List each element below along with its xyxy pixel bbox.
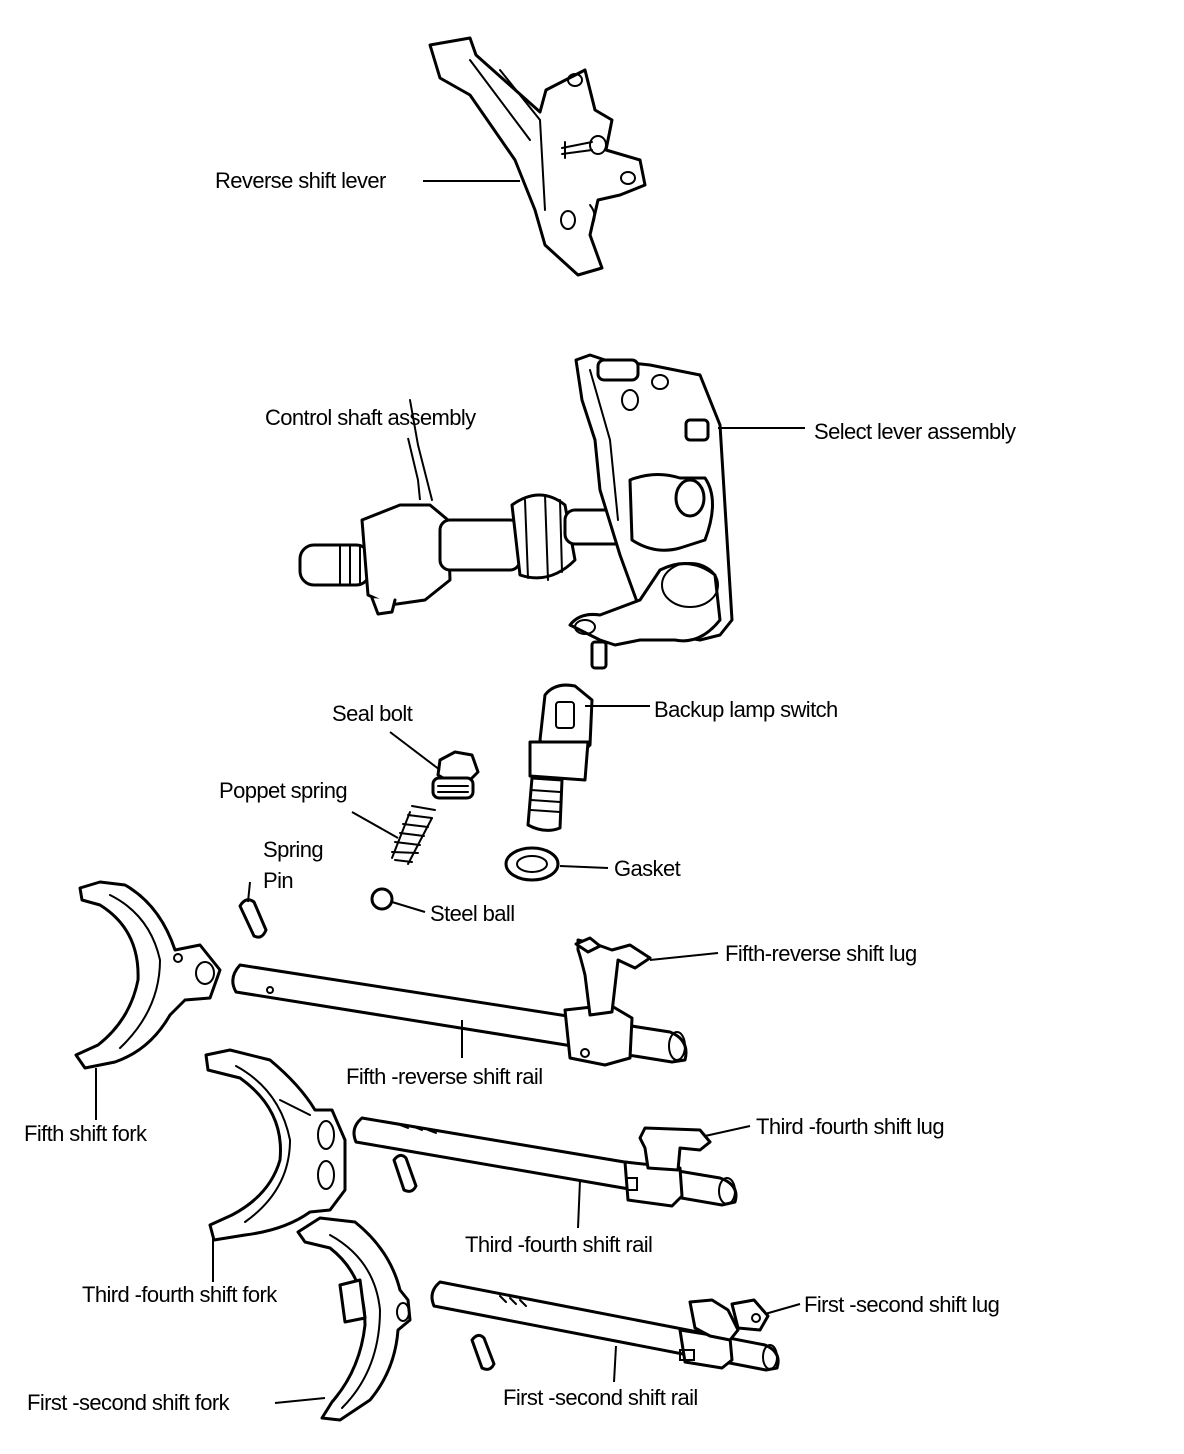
steel-ball [370, 887, 394, 911]
label-first-second-shift-rail: First -second shift rail [503, 1385, 698, 1410]
first-second-spring-pin [470, 1333, 496, 1371]
label-fifth-shift-fork: Fifth shift fork [24, 1121, 148, 1146]
select-lever-assembly [568, 353, 734, 670]
label-control-shaft-assembly: Control shaft assembly [265, 405, 476, 430]
gasket [504, 846, 560, 882]
label-select-lever-assembly: Select lever assembly [814, 419, 1016, 444]
third-fourth-spring-pin [392, 1153, 418, 1193]
third-fourth-shift-rail [352, 1116, 738, 1208]
label-gasket: Gasket [614, 856, 681, 881]
label-first-second-shift-fork: First -second shift fork [27, 1390, 231, 1415]
first-second-shift-lug [688, 1298, 770, 1342]
label-spring-pin-line1: Spring [263, 837, 323, 862]
label-third-fourth-shift-lug: Third -fourth shift lug [756, 1114, 944, 1139]
label-third-fourth-shift-rail: Third -fourth shift rail [465, 1232, 652, 1257]
first-second-shift-fork [296, 1216, 412, 1422]
label-spring-pin-line2: Pin [263, 868, 293, 893]
fifth-reverse-shift-rail [231, 963, 688, 1067]
control-shaft-assembly [298, 399, 637, 616]
label-third-fourth-shift-fork: Third -fourth shift fork [82, 1282, 278, 1307]
third-fourth-shift-lug [638, 1126, 712, 1172]
label-steel-ball: Steel ball [430, 901, 515, 926]
label-fifth-reverse-shift-lug: Fifth-reverse shift lug [725, 941, 917, 966]
label-fifth-reverse-shift-rail: Fifth -reverse shift rail [346, 1064, 543, 1089]
poppet-spring [391, 805, 436, 865]
spring-pin [238, 898, 268, 939]
third-fourth-shift-fork [204, 1048, 347, 1242]
fifth-reverse-shift-lug [574, 936, 652, 1017]
label-backup-lamp-switch: Backup lamp switch [654, 697, 838, 722]
label-seal-bolt: Seal bolt [332, 701, 413, 726]
label-reverse-shift-lever: Reverse shift lever [215, 168, 386, 193]
seal-bolt [431, 750, 480, 800]
label-poppet-spring: Poppet spring [219, 778, 347, 803]
label-first-second-shift-lug: First -second shift lug [804, 1292, 999, 1317]
backup-lamp-switch [526, 683, 594, 832]
fifth-shift-fork [74, 880, 222, 1070]
leader-lines [95, 180, 805, 1404]
reverse-shift-lever [428, 36, 647, 277]
